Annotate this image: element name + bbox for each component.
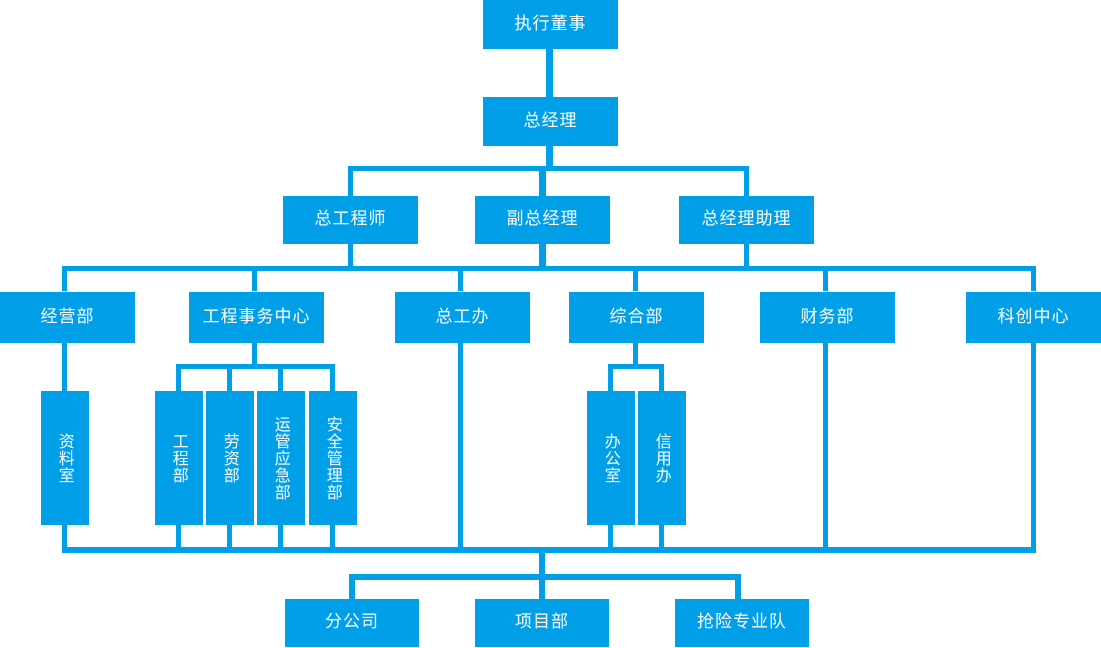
node-chief-engineer-office[interactable]: 总工办 bbox=[395, 292, 530, 343]
node-labor-dept[interactable]: 劳资部 bbox=[206, 391, 254, 525]
connector-deputy-gm-stem bbox=[539, 244, 546, 269]
node-innovation-center[interactable]: 科创中心 bbox=[966, 292, 1101, 343]
node-chief-engineer[interactable]: 总工程师 bbox=[283, 196, 418, 244]
connector-management-dept-stem bbox=[62, 343, 67, 391]
connector-bus-to-engineering-center bbox=[252, 266, 257, 291]
node-general-affairs-dept[interactable]: 综合部 bbox=[569, 292, 704, 343]
connector-bus-to-gm-assistant bbox=[744, 166, 749, 196]
node-exec-director[interactable]: 执行董事 bbox=[483, 0, 618, 49]
connector-archives-room-stem bbox=[62, 525, 67, 549]
connector-sub-to-labor-dept bbox=[227, 364, 232, 391]
node-management-dept[interactable]: 经营部 bbox=[0, 292, 135, 343]
connector-bus-to-chief-engineer bbox=[348, 166, 353, 196]
node-operations-emergency-dept[interactable]: 运管应急部 bbox=[257, 391, 305, 525]
connector-office-stem bbox=[608, 525, 613, 549]
connector-bus-to-management-dept bbox=[62, 266, 67, 291]
connector-exec-to-gm bbox=[546, 49, 553, 97]
connector-bottom-bus bbox=[62, 547, 1036, 553]
connector-general-affairs-sub-bus bbox=[608, 364, 664, 369]
connector-credit-office-stem bbox=[659, 525, 664, 549]
node-credit-office[interactable]: 信用办 bbox=[638, 391, 686, 525]
connector-bus-to-finance-dept bbox=[823, 266, 828, 291]
node-office[interactable]: 办公室 bbox=[587, 391, 635, 525]
connector-labor-dept-stem bbox=[227, 525, 232, 549]
connector-operations-dept-stem bbox=[278, 525, 283, 549]
node-safety-management-dept[interactable]: 安全管理部 bbox=[309, 391, 357, 525]
connector-sub-to-credit-office bbox=[659, 364, 664, 391]
node-finance-dept[interactable]: 财务部 bbox=[760, 292, 895, 343]
connector-general-affairs-stem bbox=[633, 343, 638, 366]
connector-bus-to-chief-engineer-office bbox=[458, 266, 463, 291]
connector-sub-to-operations-dept bbox=[278, 364, 283, 391]
connector-sub-to-engineering-dept bbox=[176, 364, 181, 391]
connector-chief-engineer-office-stem bbox=[458, 343, 463, 549]
connector-engineering-dept-stem bbox=[176, 525, 181, 549]
connector-level4-bus bbox=[62, 266, 1036, 271]
connector-engineering-sub-bus bbox=[176, 364, 334, 369]
node-emergency-rescue-team[interactable]: 抢险专业队 bbox=[675, 599, 809, 647]
connector-bus-to-project-dept bbox=[539, 574, 545, 599]
connector-bus-to-innovation-center bbox=[1031, 266, 1036, 291]
connector-bus-to-general-affairs bbox=[633, 266, 638, 291]
connector-chief-engineer-stem bbox=[348, 244, 353, 269]
node-project-dept[interactable]: 项目部 bbox=[475, 599, 609, 647]
connector-engineering-center-stem bbox=[252, 343, 257, 366]
connector-sub-to-safety-dept bbox=[330, 364, 335, 391]
connector-level3-bus bbox=[348, 166, 749, 171]
node-gm-assistant[interactable]: 总经理助理 bbox=[679, 196, 814, 244]
connector-gm-stem-down bbox=[546, 146, 553, 168]
node-engineering-affairs-center[interactable]: 工程事务中心 bbox=[189, 292, 324, 343]
connector-bus-to-rescue-team bbox=[735, 574, 741, 599]
node-archives-room[interactable]: 资料室 bbox=[41, 391, 89, 525]
connector-gm-assistant-stem bbox=[744, 244, 749, 269]
node-deputy-general-manager[interactable]: 副总经理 bbox=[475, 196, 610, 244]
connector-finance-dept-stem bbox=[823, 343, 828, 549]
node-engineering-dept[interactable]: 工程部 bbox=[155, 391, 203, 525]
connector-bus-to-branch-company bbox=[349, 574, 355, 599]
connector-innovation-center-stem bbox=[1031, 343, 1036, 549]
node-general-manager[interactable]: 总经理 bbox=[483, 97, 618, 146]
connector-level6-bus bbox=[349, 574, 741, 580]
node-branch-company[interactable]: 分公司 bbox=[285, 599, 419, 647]
connector-safety-dept-stem bbox=[330, 525, 335, 549]
connector-bus-to-deputy-gm bbox=[539, 166, 546, 196]
connector-sub-to-office bbox=[608, 364, 613, 391]
